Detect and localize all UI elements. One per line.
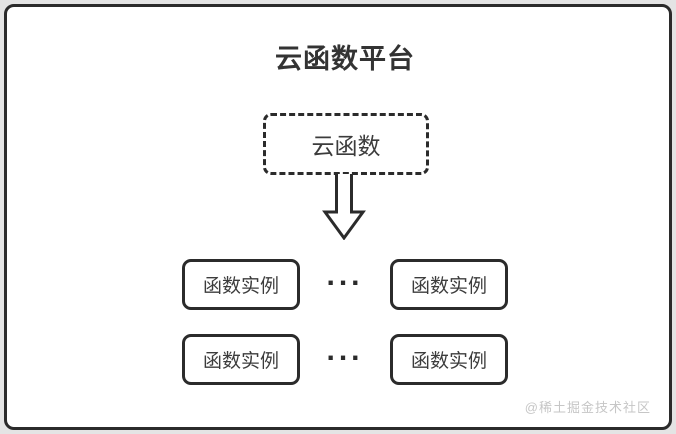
cloud-function-label: 云函数 [311,133,381,159]
ellipsis: ... [300,259,390,310]
function-instance-node: 函数实例 [390,334,508,385]
diagram-frame: 云函数平台 云函数 函数实例 ... 函数实例 函数实例 ... 函数实例 @稀… [4,4,672,430]
down-arrow-icon [322,174,366,241]
ellipsis-dots: ... [326,333,364,367]
diagram-title: 云函数平台 [275,44,415,74]
cloud-function-node: 云函数 [263,113,429,175]
function-instance-node: 函数实例 [182,259,300,310]
ellipsis-dots: ... [326,258,364,292]
function-instance-label: 函数实例 [410,351,487,372]
function-instance-label: 函数实例 [410,276,487,297]
function-instance-node: 函数实例 [182,334,300,385]
watermark: @稀土掘金技术社区 [524,400,651,415]
function-instance-label: 函数实例 [202,351,279,372]
function-instance-node: 函数实例 [390,259,508,310]
function-instance-label: 函数实例 [202,276,279,297]
ellipsis: ... [300,334,390,385]
